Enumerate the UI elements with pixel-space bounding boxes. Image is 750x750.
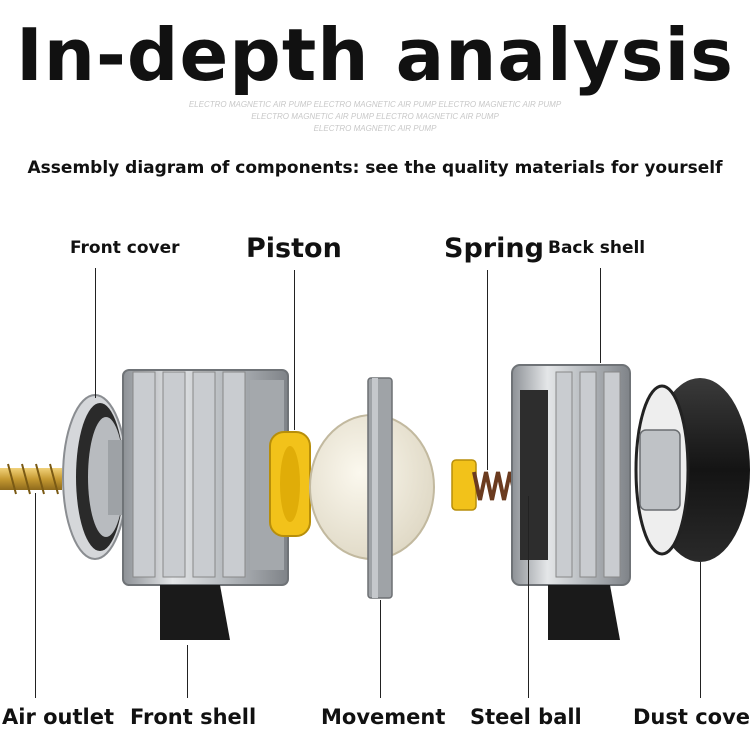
leader-front-cover <box>95 268 96 398</box>
leader-piston <box>294 270 295 430</box>
front-shell <box>123 370 288 640</box>
leader-spring <box>487 270 488 470</box>
label-front-shell: Front shell <box>130 705 256 729</box>
leader-dust-cover <box>700 562 701 698</box>
label-piston: Piston <box>246 233 342 264</box>
air-outlet-fitting <box>0 464 62 494</box>
dust-cover <box>636 378 750 562</box>
leader-movement <box>380 600 381 698</box>
label-dust-cover: Dust cover <box>633 705 750 729</box>
leader-steel-ball <box>528 496 529 698</box>
label-front-cover: Front cover <box>70 238 180 258</box>
leader-front-shell <box>187 645 188 698</box>
movement <box>310 378 476 598</box>
label-air-outlet: Air outlet <box>2 705 114 729</box>
label-spring: Spring <box>444 233 544 264</box>
label-steel-ball: Steel ball <box>470 705 582 729</box>
front-cover <box>63 395 128 559</box>
back-shell <box>512 365 630 640</box>
leader-air-outlet <box>35 493 36 698</box>
label-back-shell: Back shell <box>548 238 645 258</box>
label-movement: Movement <box>321 705 445 729</box>
piston <box>270 432 310 536</box>
leader-back-shell <box>600 268 601 363</box>
spring <box>474 472 516 500</box>
